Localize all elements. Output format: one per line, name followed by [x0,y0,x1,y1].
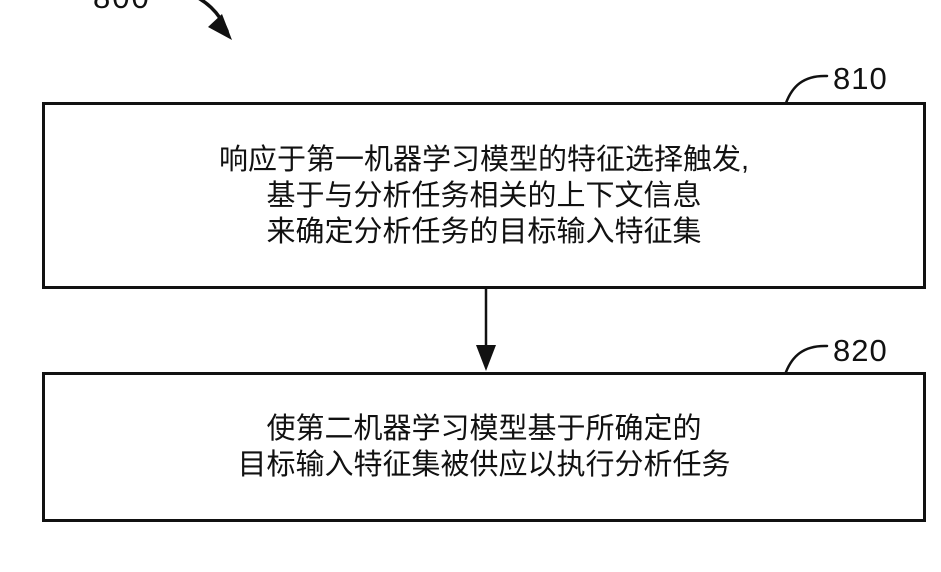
step-ref-810: 810 [833,61,888,96]
step-box-810: 响应于第一机器学习模型的特征选择触发, 基于与分析任务相关的上下文信息 来确定分… [42,102,926,289]
figure-ref-label: 800 [93,0,151,16]
step-ref-820: 820 [833,333,888,368]
ref-820-leader-line [784,344,829,374]
step-810-line-3: 来确定分析任务的目标输入特征集 [266,215,702,248]
step-810-text: 响应于第一机器学习模型的特征选择触发, 基于与分析任务相关的上下文信息 来确定分… [219,142,749,250]
step-820-line-2: 目标输入特征集被供应以执行分析任务 [237,449,731,481]
step-820-text: 使第二机器学习模型基于所确定的 目标输入特征集被供应以执行分析任务 [237,411,730,483]
step-820-line-1: 使第二机器学习模型基于所确定的 [266,413,702,445]
step-810-line-2: 基于与分析任务相关的上下文信息 [266,179,702,212]
ref-810-leader-line [784,74,829,105]
figure-ref-arrowhead [208,14,232,40]
step-connector-arrowhead [476,345,496,371]
figure-ref-arrow [198,0,229,33]
step-box-820: 使第二机器学习模型基于所确定的 目标输入特征集被供应以执行分析任务 [42,372,926,522]
step-810-line-1: 响应于第一机器学习模型的特征选择触发, [218,143,750,176]
